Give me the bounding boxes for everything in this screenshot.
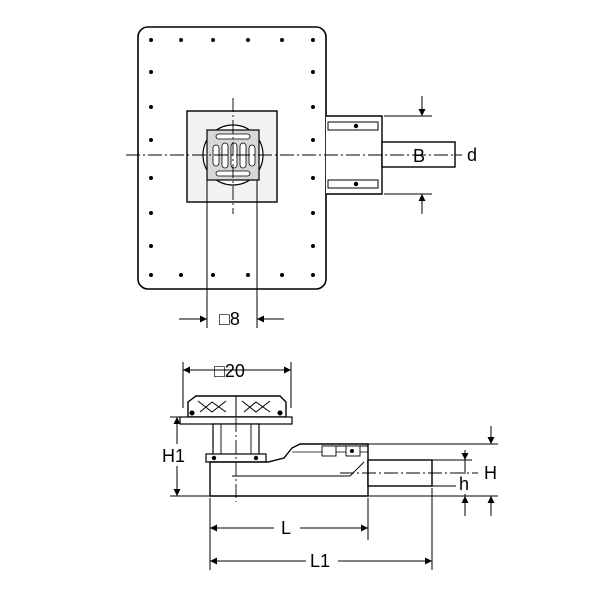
sheet-holes (149, 38, 315, 277)
outlet-pipe (381, 141, 456, 168)
drain-body-side (209, 443, 369, 497)
top-view: B d □8 (126, 26, 477, 329)
label-L: L (281, 518, 291, 538)
side-view: □20 (160, 361, 498, 571)
dimension-20 (182, 362, 292, 408)
label-sq20: □20 (214, 361, 245, 381)
label-sq8: □8 (219, 309, 240, 329)
label-d: d (467, 145, 477, 165)
label-L1: L1 (310, 551, 330, 571)
grate-slots (212, 133, 256, 177)
label-h: h (459, 474, 469, 494)
label-H1: H1 (162, 446, 185, 466)
dimension-8 (179, 180, 284, 328)
dimension-L1 (209, 488, 433, 570)
label-B: B (413, 146, 425, 166)
dimension-B (384, 96, 432, 214)
grate-frame-side (187, 395, 287, 418)
centerlines-side (235, 418, 478, 502)
dimension-L (209, 498, 369, 540)
outlet-pipe-side (367, 459, 433, 487)
centerlines-top (126, 98, 462, 214)
label-H: H (484, 463, 497, 483)
